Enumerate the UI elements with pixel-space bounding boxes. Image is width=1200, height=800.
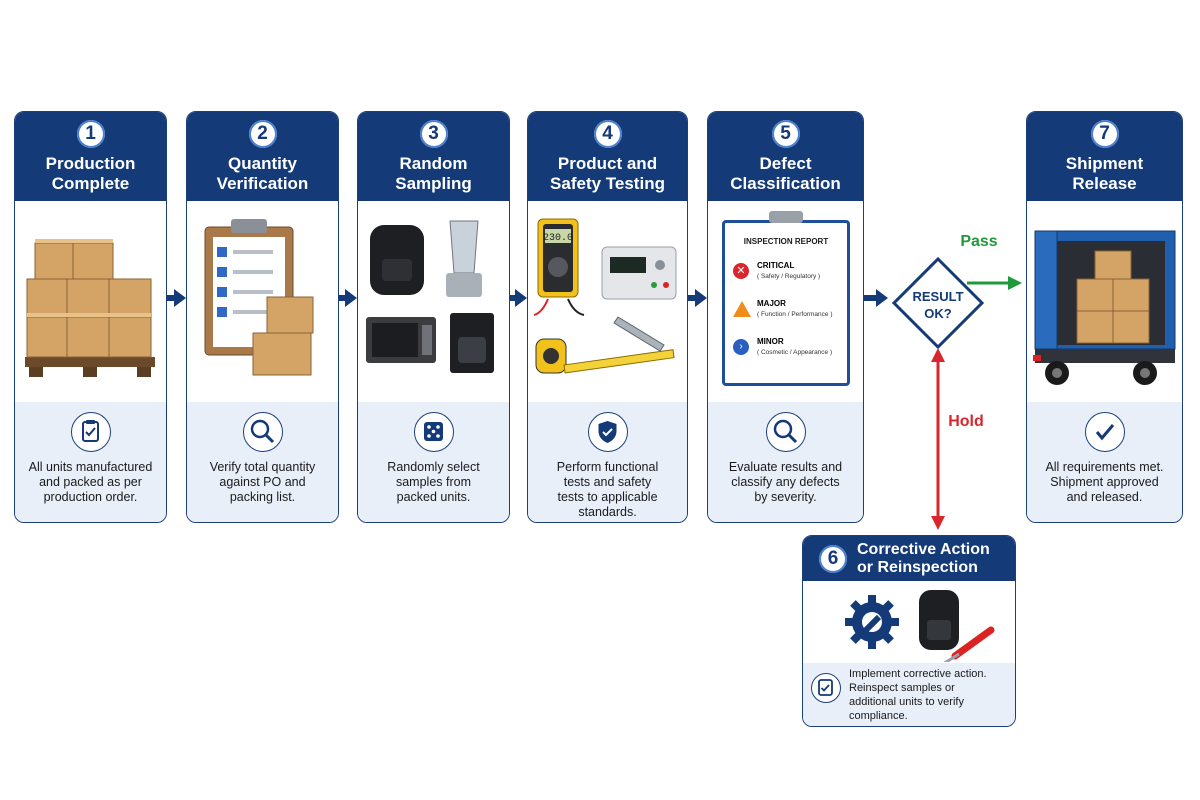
- shield-icon: [587, 412, 628, 452]
- hold-arrow-head-down: [931, 516, 945, 530]
- step-number: 5: [771, 120, 800, 148]
- truck-container-illustration: [1027, 207, 1182, 402]
- step-number: 3: [419, 120, 448, 148]
- step-number: 4: [593, 120, 622, 148]
- critical-label: CRITICAL: [757, 261, 795, 270]
- clipboard-check-icon: [70, 412, 111, 452]
- gear-wrench-icon: [841, 591, 903, 653]
- corrective-footer: Implement corrective action.Reinspect sa…: [803, 663, 1015, 726]
- inspection-report-clipboard: INSPECTION REPORT ✕ CRITICAL ( Safety / …: [722, 211, 850, 386]
- pass-label: Pass: [960, 233, 997, 250]
- decision-text-line1: RESULT: [912, 289, 963, 304]
- step-number: 7: [1090, 120, 1119, 148]
- dice-icon: [413, 412, 454, 452]
- minor-chevron-icon: ›: [733, 339, 749, 355]
- magnifier-icon: [765, 412, 806, 452]
- minor-label: MINOR: [757, 337, 784, 346]
- corrective-description: Implement corrective action.Reinspect sa…: [849, 668, 987, 722]
- hold-arrow-head-up: [931, 348, 945, 362]
- clipboard-boxes-illustration: [187, 207, 338, 402]
- step-number: 6: [819, 545, 847, 573]
- decision-diamond: [891, 256, 985, 350]
- hold-label: Hold: [948, 413, 984, 430]
- step-number: 1: [76, 120, 105, 148]
- clipboard-check-icon: [811, 673, 841, 703]
- critical-sub: ( Safety / Regulatory ): [757, 273, 821, 280]
- test-equipment-illustration: 230.0: [528, 207, 687, 402]
- appliances-illustration: [358, 207, 509, 402]
- step-number: 2: [248, 120, 277, 148]
- meter-reading: 230.0: [543, 233, 573, 244]
- report-title: INSPECTION REPORT: [743, 237, 829, 246]
- checkmark-icon: [1084, 412, 1125, 452]
- major-sub: ( Function / Performance ): [757, 311, 833, 318]
- major-label: MAJOR: [757, 299, 786, 308]
- air-fryer-screwdriver-illustration: [915, 586, 1005, 662]
- boxes-pallet-illustration: [15, 207, 166, 402]
- major-warning-icon: [733, 301, 751, 317]
- minor-sub: ( Cosmetic / Appearance ): [757, 349, 833, 356]
- decision-text-line2: OK?: [924, 306, 952, 321]
- clip: [769, 211, 803, 223]
- pass-arrow-head: [1008, 276, 1022, 290]
- critical-x-icon: ✕: [733, 263, 749, 279]
- magnifier-icon: [242, 412, 283, 452]
